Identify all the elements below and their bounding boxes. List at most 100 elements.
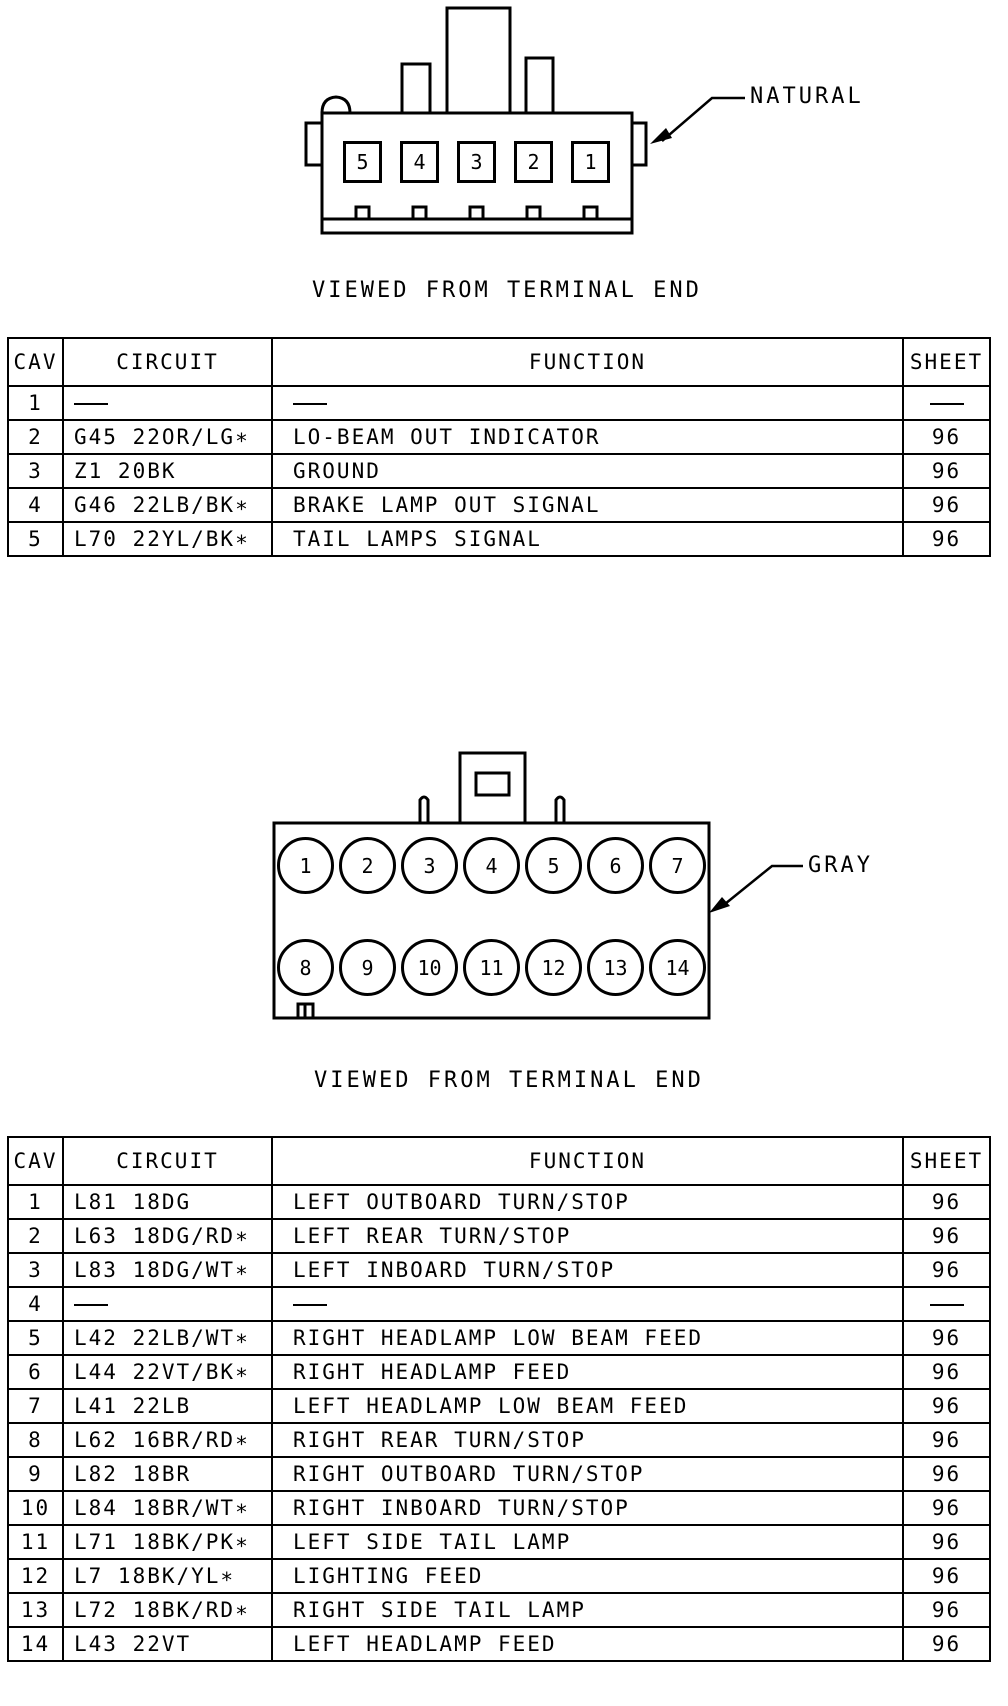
cell-sheet — [902, 1286, 991, 1322]
table-header-row: CAV CIRCUIT FUNCTION SHEET — [7, 337, 991, 387]
pin-circle-3: 3 — [401, 837, 458, 894]
pin-label: 8 — [299, 955, 312, 980]
pin-box-1: 1 — [571, 141, 610, 183]
cell-sheet: 96 — [902, 419, 991, 455]
pin-circle-14: 14 — [649, 939, 706, 996]
cell-cav: 5 — [7, 1320, 64, 1356]
pin-label: 3 — [423, 853, 436, 878]
header-cav: CAV — [7, 337, 64, 387]
cell-cav: 10 — [7, 1490, 64, 1526]
cell-circuit: L71 18BK/PK∗ — [62, 1524, 273, 1560]
cell-sheet: 96 — [902, 1354, 991, 1390]
cell-sheet: 96 — [902, 1456, 991, 1492]
pin-label: 12 — [541, 955, 566, 980]
cell-function: TAIL LAMPS SIGNAL — [271, 521, 904, 557]
cell-function: RIGHT HEADLAMP LOW BEAM FEED — [271, 1320, 904, 1356]
cell-sheet: 96 — [902, 1320, 991, 1356]
cell-circuit: L42 22LB/WT∗ — [62, 1320, 273, 1356]
pin-circle-4: 4 — [463, 837, 520, 894]
cell-function: BRAKE LAMP OUT SIGNAL — [271, 487, 904, 523]
table-row: 4 — [7, 1286, 991, 1322]
header-function: FUNCTION — [271, 1136, 904, 1186]
cell-circuit: L41 22LB — [62, 1388, 273, 1424]
cell-circuit: Z1 20BK — [62, 453, 273, 489]
cell-cav: 4 — [7, 1286, 64, 1322]
cell-sheet: 96 — [902, 1184, 991, 1220]
cell-sheet — [902, 385, 991, 421]
cell-function: LIGHTING FEED — [271, 1558, 904, 1594]
cell-function: LO-BEAM OUT INDICATOR — [271, 419, 904, 455]
cell-cav: 3 — [7, 453, 64, 489]
cell-sheet: 96 — [902, 1422, 991, 1458]
pin-circle-1: 1 — [277, 837, 334, 894]
pin-label: 10 — [417, 955, 442, 980]
cell-function: LEFT REAR TURN/STOP — [271, 1218, 904, 1254]
cell-cav: 1 — [7, 1184, 64, 1220]
pin-label: 3 — [470, 150, 483, 174]
empty-dash — [929, 1304, 964, 1306]
cell-function: LEFT OUTBOARD TURN/STOP — [271, 1184, 904, 1220]
cell-cav: 7 — [7, 1388, 64, 1424]
cell-function — [271, 385, 904, 421]
cell-cav: 6 — [7, 1354, 64, 1390]
cell-sheet: 96 — [902, 487, 991, 523]
pin-label: 6 — [609, 853, 622, 878]
pin-label: 14 — [665, 955, 690, 980]
empty-dash — [74, 403, 108, 405]
cell-sheet: 96 — [902, 1218, 991, 1254]
cell-cav: 1 — [7, 385, 64, 421]
connector-14pin-drawing — [272, 751, 803, 1020]
pin-label: 9 — [361, 955, 374, 980]
header-function: FUNCTION — [271, 337, 904, 387]
cell-cav: 14 — [7, 1626, 64, 1662]
pin-box-5: 5 — [343, 141, 382, 183]
pin-circle-12: 12 — [525, 939, 582, 996]
cell-sheet: 96 — [902, 1524, 991, 1560]
view-label: VIEWED FROM TERMINAL END — [312, 278, 702, 303]
pin-label: 1 — [584, 150, 597, 174]
cell-circuit: L81 18DG — [62, 1184, 273, 1220]
cell-cav: 3 — [7, 1252, 64, 1288]
cell-circuit: L82 18BR — [62, 1456, 273, 1492]
cell-circuit: L7 18BK/YL∗ — [62, 1558, 273, 1594]
pin-circle-10: 10 — [401, 939, 458, 996]
cell-circuit — [62, 385, 273, 421]
pin-box-3: 3 — [457, 141, 496, 183]
pin-label: 2 — [361, 853, 374, 878]
cell-function: LEFT HEADLAMP FEED — [271, 1626, 904, 1662]
pin-label: 5 — [356, 150, 369, 174]
header-circuit: CIRCUIT — [62, 337, 273, 387]
pin-circle-9: 9 — [339, 939, 396, 996]
cell-cav: 2 — [7, 419, 64, 455]
cell-sheet: 96 — [902, 1558, 991, 1594]
cell-function: RIGHT REAR TURN/STOP — [271, 1422, 904, 1458]
cell-sheet: 96 — [902, 1388, 991, 1424]
pin-label: 4 — [413, 150, 426, 174]
pin-circle-7: 7 — [649, 837, 706, 894]
cell-cav: 12 — [7, 1558, 64, 1594]
header-sheet: SHEET — [902, 337, 991, 387]
connector-color-label: NATURAL — [750, 84, 864, 109]
cell-function: RIGHT INBOARD TURN/STOP — [271, 1490, 904, 1526]
cell-cav: 13 — [7, 1592, 64, 1628]
table-header-row: CAV CIRCUIT FUNCTION SHEET — [7, 1136, 991, 1186]
pin-label: 2 — [527, 150, 540, 174]
pin-circle-13: 13 — [587, 939, 644, 996]
cell-function: RIGHT SIDE TAIL LAMP — [271, 1592, 904, 1628]
header-circuit: CIRCUIT — [62, 1136, 273, 1186]
cell-circuit: L84 18BR/WT∗ — [62, 1490, 273, 1526]
cell-function — [271, 1286, 904, 1322]
cell-circuit: L83 18DG/WT∗ — [62, 1252, 273, 1288]
cell-circuit — [62, 1286, 273, 1322]
